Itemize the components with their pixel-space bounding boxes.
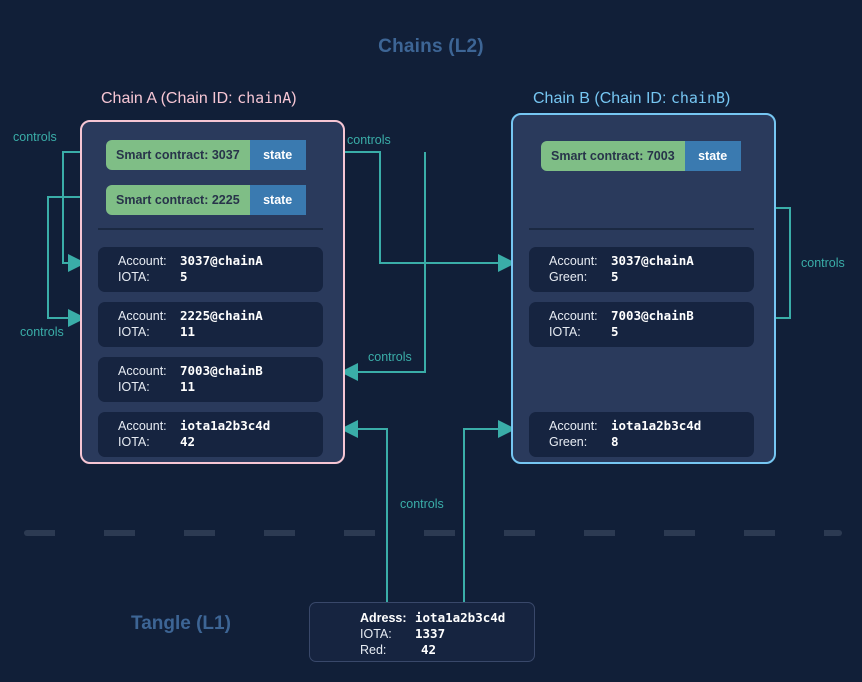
edge-label-bottom: controls	[400, 497, 444, 511]
chain-a-account-3: Account: iota1a2b3c4d IOTA: 42	[98, 412, 323, 457]
edge-label-right: controls	[801, 256, 845, 270]
chain-b-panel: Smart contract: 7003 state Account: 3037@…	[511, 113, 776, 464]
token-value: 5	[180, 269, 188, 284]
token-label: Green:	[549, 270, 588, 284]
chain-b-title-text: Chain B (Chain ID:	[533, 90, 671, 107]
smart-contract-2225[interactable]: Smart contract: 2225 state	[106, 185, 312, 215]
token-label: IOTA:	[549, 325, 581, 339]
chain-a-panel: Smart contract: 3037 state Smart contrac…	[80, 120, 345, 464]
chain-a-title-id: chainA	[237, 89, 292, 107]
token-value: 8	[611, 434, 619, 449]
account-label: Account:	[118, 309, 167, 323]
chain-a-account-0: Account: 3037@chainA IOTA: 5	[98, 247, 323, 292]
edge-label-mid-top: controls	[347, 133, 391, 147]
tangle-iota-label: IOTA:	[360, 627, 392, 641]
chain-a-title-tail: )	[291, 90, 297, 107]
smart-contract-7003[interactable]: Smart contract: 7003 state	[541, 141, 747, 171]
smart-contract-7003-state[interactable]: state	[684, 141, 741, 171]
account-label: Account:	[549, 419, 598, 433]
chain-a-divider	[98, 228, 323, 230]
chain-b-divider	[529, 228, 754, 230]
account-label: Account:	[549, 309, 598, 323]
token-label: IOTA:	[118, 380, 150, 394]
wire-sc3037-to-chainb-acct	[330, 151, 516, 272]
token-value: 42	[180, 434, 196, 449]
tangle-red-label: Red:	[360, 643, 387, 657]
edge-label-left-top: controls	[13, 130, 57, 144]
token-value: 5	[611, 324, 619, 339]
token-label: IOTA:	[118, 270, 150, 284]
account-value: iota1a2b3c4d	[180, 418, 271, 433]
edge-label-mid-bottom: controls	[368, 350, 412, 364]
account-value: 7003@chainB	[180, 363, 263, 378]
account-label: Account:	[118, 254, 167, 268]
account-value: 2225@chainA	[180, 308, 263, 323]
token-value: 11	[180, 324, 196, 339]
chain-b-title: Chain B (Chain ID: chainB)	[533, 89, 730, 108]
account-value: iota1a2b3c4d	[611, 418, 702, 433]
edge-label-left-bottom: controls	[20, 325, 64, 339]
smart-contract-3037-state[interactable]: state	[249, 140, 306, 170]
tangle-title: Tangle (L1)	[131, 613, 231, 634]
account-label: Account:	[118, 419, 167, 433]
token-value: 5	[611, 269, 619, 284]
chain-a-title-text: Chain A (Chain ID:	[101, 90, 238, 107]
chain-a-account-2: Account: 7003@chainB IOTA: 11	[98, 357, 323, 402]
chain-b-account-1: Account: 7003@chainB IOTA: 5	[529, 302, 754, 347]
chain-b-account-0: Account: 3037@chainA Green: 5	[529, 247, 754, 292]
page-title: Chains (L2)	[378, 36, 484, 57]
tangle-dashed-line	[24, 530, 842, 536]
chain-b-title-tail: )	[725, 90, 731, 107]
token-value: 11	[180, 379, 196, 394]
account-value: 7003@chainB	[611, 308, 694, 323]
tangle-address-value: iota1a2b3c4d	[415, 610, 506, 625]
wire-tangle-to-chainb-iota	[463, 420, 516, 602]
smart-contract-7003-label: Smart contract: 7003	[541, 141, 685, 171]
account-label: Account:	[118, 364, 167, 378]
account-value: 3037@chainA	[611, 253, 694, 268]
token-label: Green:	[549, 435, 588, 449]
tangle-red-value: 42	[421, 642, 437, 657]
smart-contract-2225-label: Smart contract: 2225	[106, 185, 250, 215]
token-label: IOTA:	[118, 325, 150, 339]
tangle-address-box: Adress: iota1a2b3c4d IOTA: 1337 Red: 42	[309, 602, 535, 662]
chain-b-title-id: chainB	[670, 89, 726, 107]
tangle-address-label: Adress:	[360, 611, 407, 625]
smart-contract-3037[interactable]: Smart contract: 3037 state	[106, 140, 312, 170]
wire-tangle-to-chaina-iota	[340, 420, 388, 602]
smart-contract-3037-label: Smart contract: 3037	[106, 140, 250, 170]
chain-a-account-1: Account: 2225@chainA IOTA: 11	[98, 302, 323, 347]
tangle-iota-value: 1337	[415, 626, 446, 641]
account-value: 3037@chainA	[180, 253, 263, 268]
wire-sc7003-to-chaina-acct	[340, 152, 426, 381]
chain-b-account-2: Account: iota1a2b3c4d Green: 8	[529, 412, 754, 457]
chain-a-title: Chain A (Chain ID: chainA)	[101, 89, 297, 108]
account-label: Account:	[549, 254, 598, 268]
token-label: IOTA:	[118, 435, 150, 449]
smart-contract-2225-state[interactable]: state	[249, 185, 306, 215]
